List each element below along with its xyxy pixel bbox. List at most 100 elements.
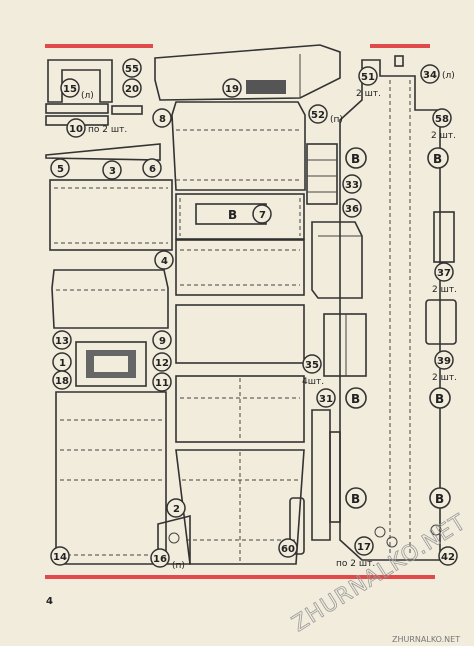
badge-33: 33 <box>342 174 362 194</box>
watermark-main: ZHURNALKO.NET <box>288 510 471 637</box>
badge-42: 42 <box>438 546 458 566</box>
badge-37-note: 2 шт. <box>432 285 457 295</box>
badge-16: 16 <box>150 548 170 568</box>
badge-2: 2 <box>166 498 186 518</box>
badge-51-note: 2 шт. <box>356 89 381 99</box>
b-marker-4: В <box>429 387 451 409</box>
badge-7: 7 <box>252 204 272 224</box>
b-marker-2: В <box>427 147 449 169</box>
part-7-panel <box>175 193 305 240</box>
svg-text:8: 8 <box>159 114 166 125</box>
svg-text:17: 17 <box>357 542 371 553</box>
watermark-small: ZHURNALKO.NET <box>392 635 460 644</box>
svg-text:20: 20 <box>125 84 139 95</box>
badge-4: 4 <box>154 250 174 270</box>
top-left-accent-bar <box>45 44 153 48</box>
part-37-panel <box>433 211 455 263</box>
badge-10-note: по 2 шт. <box>88 125 127 135</box>
badge-12: 12 <box>152 352 172 372</box>
badge-17-note: по 2 шт. <box>336 559 375 569</box>
badge-52: 52 <box>308 104 328 124</box>
svg-text:55: 55 <box>125 64 139 75</box>
badge-35: 35 <box>302 354 322 374</box>
svg-text:15: 15 <box>63 84 77 95</box>
badge-39-note: 2 шт. <box>432 373 457 383</box>
badge-34-suffix: (л) <box>442 71 455 81</box>
svg-text:52: 52 <box>311 110 325 121</box>
part-8-panel <box>171 101 306 191</box>
grille-19 <box>246 80 286 94</box>
svg-text:35: 35 <box>305 360 319 371</box>
b-marker-1: В <box>345 147 367 169</box>
svg-text:36: 36 <box>345 204 359 215</box>
badge-20: 20 <box>122 78 142 98</box>
badge-52-suffix: (п) <box>330 115 343 125</box>
page-number: 4 <box>46 596 53 607</box>
badge-10: 10 <box>66 118 86 138</box>
svg-text:58: 58 <box>435 114 449 125</box>
svg-text:14: 14 <box>53 552 67 563</box>
svg-text:4: 4 <box>161 256 168 267</box>
badge-18: 18 <box>52 370 72 390</box>
svg-text:1: 1 <box>59 358 66 369</box>
top-right-accent-bar <box>370 44 430 48</box>
svg-text:6: 6 <box>149 164 156 175</box>
b-marker-5: В <box>345 487 367 509</box>
badge-16-suffix: (п) <box>172 561 185 571</box>
part-2-trapezoid <box>175 449 305 565</box>
svg-text:51: 51 <box>361 72 375 83</box>
part-18-grille <box>75 341 147 387</box>
svg-text:2: 2 <box>173 504 180 515</box>
svg-text:10: 10 <box>69 124 83 135</box>
badge-6: 6 <box>142 158 162 178</box>
badge-51: 51 <box>358 66 378 86</box>
svg-text:В: В <box>435 392 444 406</box>
badge-55: 55 <box>122 58 142 78</box>
part-3-box <box>49 179 173 251</box>
svg-text:9: 9 <box>159 336 166 347</box>
badge-14: 14 <box>50 546 70 566</box>
badge-31: 31 <box>316 388 336 408</box>
part-60-strip <box>289 497 305 555</box>
svg-text:В: В <box>351 392 360 406</box>
part-10-strips <box>45 103 143 126</box>
svg-text:3: 3 <box>109 166 116 177</box>
badge-3: 3 <box>102 160 122 180</box>
part-roof-wedge <box>154 44 341 101</box>
svg-text:В: В <box>351 492 360 506</box>
svg-text:13: 13 <box>55 336 69 347</box>
badge-19: 19 <box>222 78 242 98</box>
part-center-mid-panel <box>175 239 305 296</box>
svg-text:16: 16 <box>153 554 167 565</box>
badge-13: 13 <box>52 330 72 350</box>
svg-text:33: 33 <box>345 180 359 191</box>
svg-text:7: 7 <box>259 210 266 221</box>
badge-58-note: 2 шт. <box>431 131 456 141</box>
svg-text:39: 39 <box>437 356 451 367</box>
b-marker-3: В <box>345 387 367 409</box>
svg-text:11: 11 <box>155 378 169 389</box>
b-marker-6: В <box>429 487 451 509</box>
part-39-panel <box>425 299 457 345</box>
badge-35-note: 4шт. <box>302 377 324 387</box>
badge-11: 11 <box>152 372 172 392</box>
part-center-low-panel <box>175 304 305 364</box>
badge-60: 60 <box>278 538 298 558</box>
badge-36: 36 <box>342 198 362 218</box>
badge-15: 15 <box>60 78 80 98</box>
badge-58: 58 <box>432 108 452 128</box>
svg-text:В: В <box>433 152 442 166</box>
svg-text:18: 18 <box>55 376 69 387</box>
wheel-circle-1 <box>374 526 386 538</box>
part-4-box <box>51 269 169 329</box>
part-33-slats <box>306 143 338 205</box>
wheel-circle-3 <box>430 524 442 536</box>
part-31-strip <box>311 409 341 541</box>
part-11-panel <box>175 375 305 443</box>
svg-text:37: 37 <box>437 268 451 279</box>
part-5-wedge <box>45 143 161 161</box>
badge-1: 1 <box>52 352 72 372</box>
bottom-accent-bar <box>45 575 435 579</box>
